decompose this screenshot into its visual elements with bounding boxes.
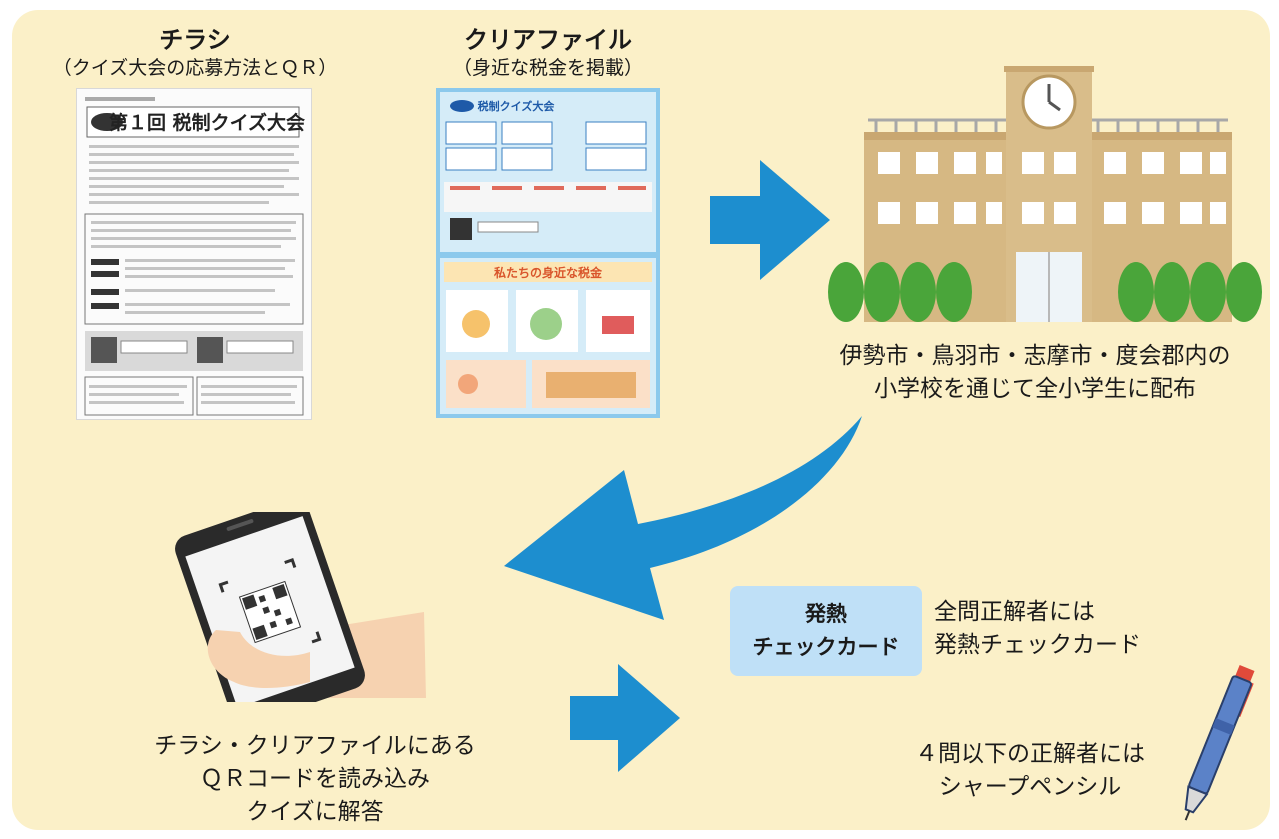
flyer-image: 第１回 税制クイズ大会 bbox=[76, 88, 312, 420]
flyer-heading: 第１回 税制クイズ大会 bbox=[109, 111, 305, 134]
prize-all-line-1: 全問正解者には bbox=[934, 599, 1095, 625]
prize-badge-line-1: 発熱 bbox=[805, 602, 847, 626]
prize-partial-line-1: ４問以下の正解者には bbox=[915, 741, 1145, 767]
clearfile-title: クリアファイル bbox=[464, 26, 632, 54]
distribution-text: 伊勢市・鳥羽市・志摩市・度会郡内の 小学校を通じて全小学生に配布 bbox=[800, 340, 1270, 406]
prize-badge: 発熱 チェックカード bbox=[730, 586, 922, 676]
curved-arrow-icon bbox=[504, 416, 862, 620]
clearfile-subtitle: （身近な税金を掲載） bbox=[452, 57, 643, 79]
clearfile-heading: 税制クイズ大会 bbox=[478, 99, 556, 113]
prize-partial-text: ４問以下の正解者には シャープペンシル bbox=[880, 738, 1180, 804]
answer-line-1: チラシ・クリアファイルにある bbox=[154, 733, 476, 759]
arrow-right-icon-2 bbox=[570, 664, 680, 772]
distribution-line-2: 小学校を通じて全小学生に配布 bbox=[874, 376, 1196, 402]
prize-all-line-2: 発熱チェックカード bbox=[934, 632, 1141, 658]
answer-text: チラシ・クリアファイルにある ＱＲコードを読み込み クイズに解答 bbox=[110, 730, 520, 829]
clearfile-heading2: 私たちの身近な税金 bbox=[493, 265, 603, 280]
distribution-line-1: 伊勢市・鳥羽市・志摩市・度会郡内の bbox=[839, 343, 1231, 369]
clearfile-image: 税制クイズ大会 私たちの身近な税金 bbox=[436, 88, 660, 418]
arrow-right-icon bbox=[710, 160, 830, 280]
prize-badge-line-2: チェックカード bbox=[752, 635, 900, 659]
school-building-icon bbox=[828, 66, 1262, 322]
prize-all-text: 全問正解者には 発熱チェックカード bbox=[934, 596, 1141, 662]
flyer-title: チラシ bbox=[159, 26, 231, 54]
flyer-subtitle: （クイズ大会の応募方法とＱＲ） bbox=[52, 57, 338, 79]
prize-partial-line-2: シャープペンシル bbox=[938, 774, 1122, 800]
smartphone-hand-icon bbox=[175, 512, 426, 702]
answer-line-3: クイズに解答 bbox=[246, 799, 384, 825]
mechanical-pencil-icon bbox=[1184, 665, 1255, 821]
answer-line-2: ＱＲコードを読み込み bbox=[200, 766, 430, 792]
